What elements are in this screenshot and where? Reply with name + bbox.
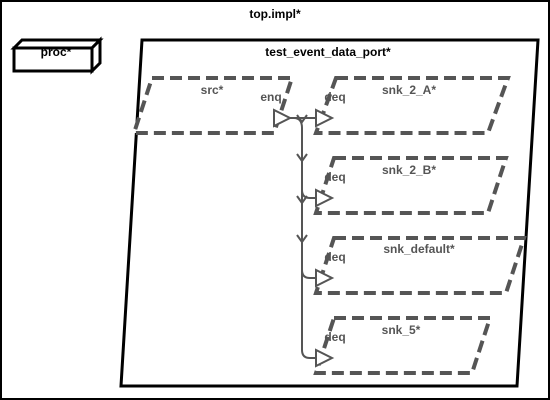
ports bbox=[273, 108, 335, 368]
thread-src-shape bbox=[131, 76, 295, 135]
port-deq-label: deq bbox=[324, 330, 345, 344]
thread-snk-default[interactable]: snk_default* deq bbox=[313, 236, 527, 295]
port-deq-in-icon[interactable] bbox=[315, 268, 335, 288]
thread-snk-2-b-label: snk_2_B* bbox=[382, 163, 436, 177]
direction-chevron bbox=[296, 195, 308, 205]
port-deq-label: deq bbox=[324, 250, 345, 264]
device-label: proc* bbox=[41, 45, 72, 59]
port-deq-label: deq bbox=[324, 90, 345, 104]
root-title: top.impl* bbox=[249, 7, 301, 21]
thread-snk-2-a[interactable]: snk_2_A* deq bbox=[313, 76, 511, 135]
device-front-face bbox=[12, 46, 94, 73]
device-proc[interactable]: proc* bbox=[10, 36, 104, 75]
port-deq-in-icon[interactable] bbox=[315, 108, 335, 128]
thread-snk-5-label: snk_5* bbox=[382, 323, 421, 337]
connection-src-to-snk-5[interactable] bbox=[301, 270, 316, 359]
port-enq-label: enq bbox=[260, 90, 281, 104]
port-deq-label: deq bbox=[324, 170, 345, 184]
thread-src[interactable]: src* enq bbox=[131, 76, 295, 135]
connections bbox=[290, 114, 316, 359]
port-deq-in-icon[interactable] bbox=[315, 188, 335, 208]
thread-snk-2-b[interactable]: snk_2_B* deq bbox=[313, 156, 509, 215]
process-label: test_event_data_port* bbox=[265, 45, 391, 59]
direction-chevron bbox=[296, 153, 308, 163]
port-enq-out-icon[interactable] bbox=[273, 108, 293, 128]
thread-snk-5[interactable]: snk_5* deq bbox=[313, 316, 493, 375]
direction-chevron bbox=[296, 114, 308, 124]
thread-snk-default-label: snk_default* bbox=[383, 242, 455, 256]
thread-src-label: src* bbox=[201, 83, 224, 97]
port-deq-in-icon[interactable] bbox=[315, 348, 335, 368]
thread-snk-2-a-label: snk_2_A* bbox=[382, 83, 436, 97]
direction-chevron bbox=[296, 234, 308, 244]
